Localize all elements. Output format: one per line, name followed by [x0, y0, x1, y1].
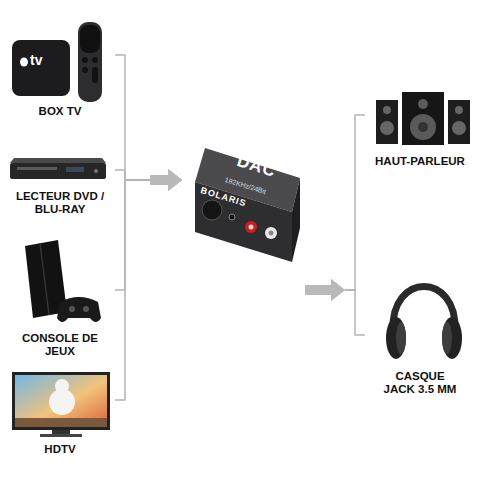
remote-button — [92, 67, 98, 83]
speaker-cone — [418, 99, 428, 109]
subwoofer — [402, 92, 444, 145]
block-arrow — [305, 279, 345, 301]
ear-cup — [386, 317, 406, 359]
block-arrow — [150, 169, 182, 191]
connector — [115, 169, 182, 400]
jack-socket — [229, 214, 235, 220]
bracket-line — [115, 55, 150, 180]
speaker-cone — [455, 106, 463, 114]
ear-cushion — [442, 322, 452, 354]
controller-stick — [69, 306, 75, 312]
dac-front-face — [195, 182, 292, 262]
bracket-line — [115, 170, 150, 180]
block-arrow — [150, 169, 182, 191]
tv-base — [40, 434, 82, 437]
device-label: HAUT-PARLEUR — [365, 155, 475, 168]
device-label: CONSOLE DE JEUX — [15, 332, 105, 358]
volume-knob — [202, 200, 222, 220]
ear-cushion — [396, 322, 406, 354]
device-print: 192KHz/24Bit — [224, 176, 267, 195]
device-label: HDTV — [5, 443, 115, 456]
bracket-line — [345, 115, 365, 290]
source-device: CONSOLE DE JEUX — [5, 238, 115, 360]
speaker-cone — [383, 106, 391, 114]
console-groove — [40, 243, 49, 315]
bracket-line — [345, 290, 365, 335]
speaker-cone — [380, 121, 394, 135]
speaker-cone — [410, 114, 436, 140]
bracket-line — [115, 180, 150, 290]
tv-stand — [52, 430, 70, 434]
block-arrow — [305, 279, 345, 301]
output-device: HAUT-PARLEUR — [365, 88, 475, 170]
source-device: LECTEUR DVD / BLU-RAY — [5, 155, 115, 218]
remote-button — [82, 67, 88, 73]
brand-logo — [20, 58, 28, 67]
ear-cup — [442, 317, 462, 359]
dvd-tray — [17, 167, 57, 170]
dac-side-face — [292, 178, 300, 262]
source-device: BOX TV — [5, 20, 115, 120]
connector — [305, 115, 365, 301]
source-device: HDTV — [5, 368, 115, 458]
rca-white — [265, 227, 277, 239]
dvd-button — [94, 169, 98, 173]
tv-frame — [12, 372, 110, 430]
remote-button — [92, 57, 98, 63]
device-label: BOX TV — [5, 105, 115, 118]
rca-pin — [269, 231, 274, 236]
remote-body — [78, 22, 102, 102]
controller-stick — [83, 306, 89, 312]
screen-ground — [15, 418, 107, 427]
logo-text: tv — [30, 53, 42, 67]
device-print: DAC — [235, 152, 278, 180]
speaker-right — [448, 100, 470, 144]
block-arrow — [150, 169, 182, 191]
device-print: BOLARIS — [199, 186, 247, 208]
output-device: CASQUE JACK 3.5 MM — [365, 270, 475, 398]
bracket-line — [115, 180, 150, 400]
speaker-cone — [452, 121, 466, 135]
speaker-left — [376, 100, 398, 144]
dvd-body — [10, 163, 106, 179]
tv-box-body — [12, 40, 70, 96]
rca-pin — [249, 225, 254, 230]
screen-character — [55, 379, 69, 393]
block-arrow — [150, 169, 182, 191]
dvd-display — [66, 167, 84, 172]
dac-device: DAC192KHz/24BitBOLARIS — [182, 140, 305, 300]
dvd-top — [10, 158, 106, 163]
connector — [305, 279, 365, 335]
controller — [57, 297, 101, 322]
device-label: CASQUE JACK 3.5 MM — [380, 370, 460, 396]
device-label: LECTEUR DVD / BLU-RAY — [10, 190, 110, 216]
remote-touchpad — [80, 25, 100, 53]
rca-red — [245, 221, 257, 233]
tv-screen — [15, 375, 107, 427]
connector — [115, 55, 182, 191]
speaker-cone — [418, 122, 428, 132]
remote-button — [82, 57, 88, 63]
